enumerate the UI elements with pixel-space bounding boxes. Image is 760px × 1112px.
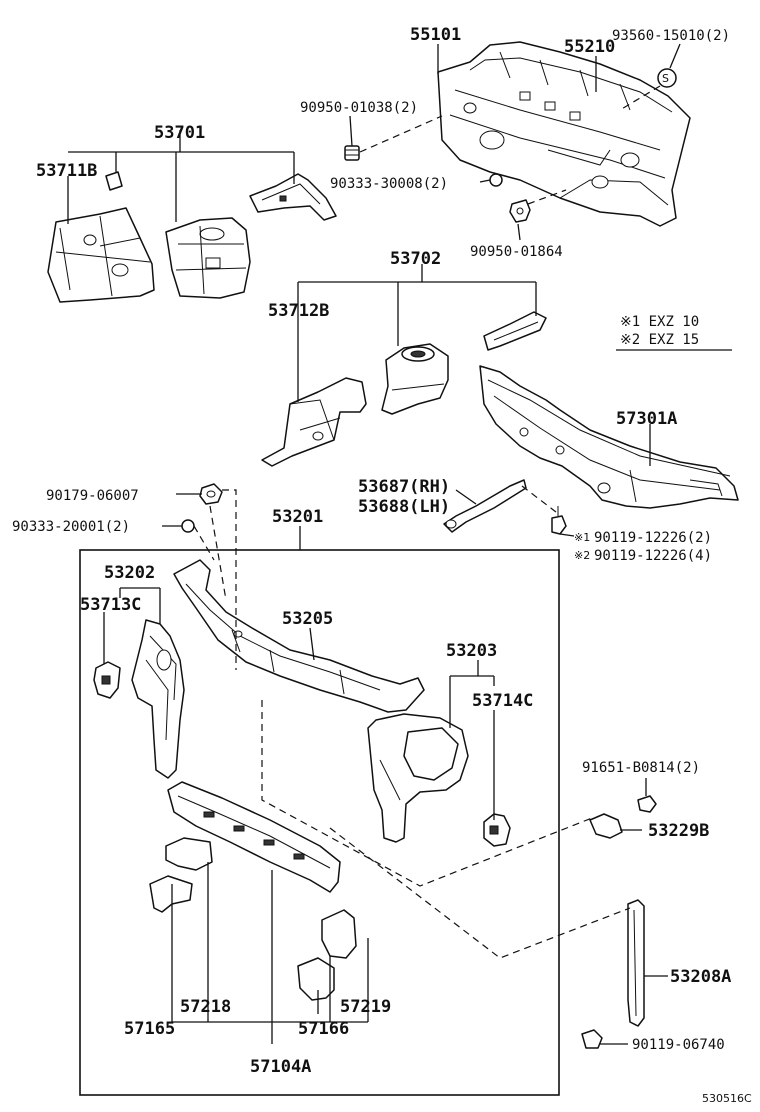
label-55210: 55210	[564, 37, 615, 57]
label-53229B: 53229B	[648, 821, 709, 841]
support-side-53203-part[interactable]	[367, 713, 469, 843]
apron-center-part[interactable]	[165, 217, 251, 299]
s-mark: S	[662, 72, 669, 85]
label-53688-lh: 53688(LH)	[358, 497, 450, 517]
bracket-53714C-part[interactable]	[483, 813, 511, 847]
label-91651-B0814: 91651-B0814(2)	[582, 760, 700, 776]
apron-53712B-part[interactable]	[261, 377, 367, 467]
bolt-90119-06740[interactable]	[581, 1029, 603, 1049]
stay-53687-53688-part[interactable]	[443, 479, 527, 533]
label-53714C: 53714C	[472, 691, 533, 711]
support-assembly-box	[79, 549, 560, 1096]
apron-53711B-part[interactable]	[47, 207, 155, 303]
label-90179-06007: 90179-06007	[46, 488, 139, 504]
label-93560-15010: 93560-15010(2)	[612, 28, 730, 44]
label-53712B: 53712B	[268, 301, 329, 321]
bracket-57166-part[interactable]	[297, 957, 335, 1001]
plug-90333-20001[interactable]	[181, 519, 195, 533]
member-57301A-part[interactable]	[479, 365, 739, 509]
label-53208A: 53208A	[670, 967, 731, 987]
label-90333-20001: 90333-20001(2)	[12, 519, 130, 535]
bolt-90179-06007[interactable]	[199, 483, 223, 505]
s-mark-circle: S	[657, 68, 677, 88]
leader-lines	[67, 43, 681, 1045]
grommet-90950-01864[interactable]	[509, 199, 531, 223]
label-57166: 57166	[298, 1019, 349, 1039]
label-90119-12226-b: 90119-12226(4)	[594, 548, 712, 564]
label-57219: 57219	[340, 997, 391, 1017]
label-53713C: 53713C	[80, 595, 141, 615]
bracket-57165-part[interactable]	[149, 875, 193, 913]
mark-note1: ※1	[574, 531, 590, 544]
label-53711B: 53711B	[36, 161, 97, 181]
label-90950-01864: 90950-01864	[470, 244, 563, 260]
note-exz10: ※1 EXZ 10	[620, 314, 699, 330]
bracket-57219-part[interactable]	[321, 909, 357, 959]
support-lower-57104A-part[interactable]	[167, 781, 341, 893]
plug-90333-30008[interactable]	[489, 173, 503, 187]
label-53202: 53202	[104, 563, 155, 583]
bracket-53702-part[interactable]	[483, 311, 547, 351]
label-90950-01038: 90950-01038(2)	[300, 100, 418, 116]
bolt-90119-12226[interactable]	[551, 506, 567, 535]
part-number-labels: 55101 55210 93560-15010(2) 90950-01038(2…	[12, 25, 752, 1105]
label-55101: 55101	[410, 25, 461, 45]
label-90333-30008: 90333-30008(2)	[330, 176, 448, 192]
support-side-53202-part[interactable]	[131, 619, 185, 779]
bracket-57218-part[interactable]	[165, 837, 213, 871]
label-53203: 53203	[446, 641, 497, 661]
dash-panel-55101[interactable]	[437, 41, 691, 227]
label-53702: 53702	[390, 249, 441, 269]
label-53687-rh: 53687(RH)	[358, 477, 450, 497]
tower-53702-part[interactable]	[381, 343, 449, 415]
mark-note2: ※2	[574, 549, 590, 562]
bolt-90950-01038[interactable]	[344, 145, 360, 161]
label-57218: 57218	[180, 997, 231, 1017]
note-exz15: ※2 EXZ 15	[620, 332, 699, 348]
figure-id: 530516C	[702, 1092, 752, 1105]
clip-53711B[interactable]	[105, 171, 123, 191]
label-57301A: 57301A	[616, 409, 677, 429]
label-57104A: 57104A	[250, 1057, 311, 1077]
label-90119-06740: 90119-06740	[632, 1037, 725, 1053]
label-53205: 53205	[282, 609, 333, 629]
label-53201: 53201	[272, 507, 323, 527]
seal-53208A-part[interactable]	[627, 899, 645, 1027]
label-90119-12226-a: 90119-12226(2)	[594, 530, 712, 546]
bracket-53713C-part[interactable]	[93, 661, 121, 699]
bracket-53701-part[interactable]	[249, 173, 337, 221]
bolt-91651-B0814[interactable]	[637, 795, 657, 813]
label-53701: 53701	[154, 123, 205, 143]
label-57165: 57165	[124, 1019, 175, 1039]
support-upper-53205-part[interactable]	[173, 559, 425, 713]
bracket-53229B-part[interactable]	[589, 813, 623, 839]
